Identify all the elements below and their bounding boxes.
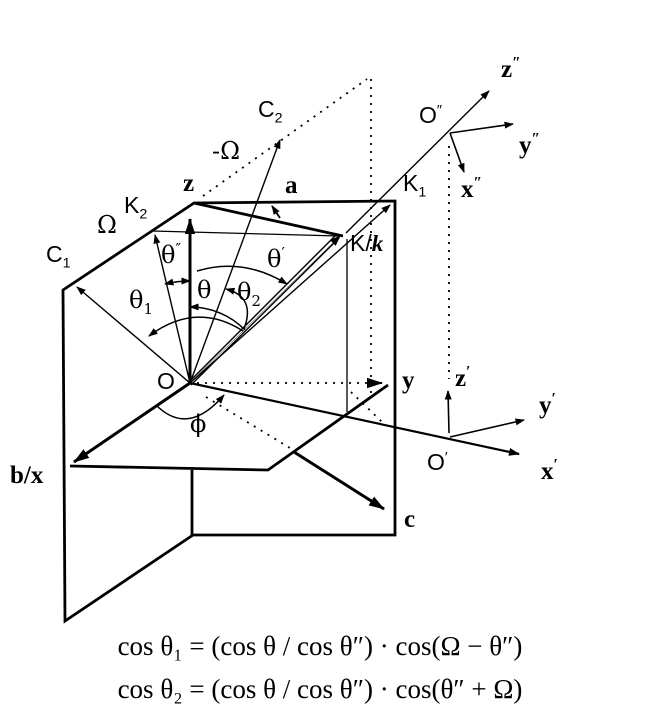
main-axes [73, 218, 520, 511]
c-axis-hidden-segment [205, 396, 291, 449]
b-x-axis-arrow [73, 381, 191, 464]
label-x-double-prime-axis: x″ [461, 174, 483, 203]
label-y-axis: y [402, 367, 415, 394]
label-k-over-k: K/k [350, 230, 384, 256]
label-c1: C1 [46, 241, 71, 272]
arc-theta-double-prime [164, 277, 191, 286]
label-theta-prime: θ′ [267, 244, 285, 273]
scattering-plane-top-edge [193, 201, 344, 238]
label-b-over-x-axis: b/x [10, 462, 44, 489]
vector-K2 [153, 234, 191, 384]
vector-K-k-shaft-2 [190, 237, 340, 386]
label-y-prime-axis: y′ [539, 390, 556, 419]
equation-cos-theta1: cos θ₁ = (cos θ / cos θ″) · cos(Ω − θ″) [117, 631, 523, 661]
vectors [76, 90, 490, 386]
ray-O-to-z-double-prime [345, 90, 490, 234]
label-k2: K2 [124, 192, 148, 223]
label-o-prime: O′ [427, 449, 448, 475]
label-phi: ϕ [190, 410, 207, 438]
label-o-double-prime: O″ [419, 102, 442, 128]
label-neg-omega: -Ω [212, 137, 241, 165]
y-double-prime-axis-arrow [449, 121, 514, 134]
o-prime-axes [444, 390, 525, 438]
label-z-axis: z [183, 170, 195, 197]
label-a-axis: a [285, 172, 298, 199]
neg-omega-dotted-line [202, 78, 368, 197]
arc-phi [155, 394, 225, 420]
hidden-dotted-lines [197, 78, 450, 449]
vector-K-k-shaft-1 [188, 233, 338, 383]
y-prime-axis-arrow [449, 418, 525, 438]
vector-C2 [189, 139, 281, 384]
label-y-double-prime-axis: y″ [519, 130, 541, 159]
equation-cos-theta2: cos θ₂ = (cos θ / cos θ″) · cos(θ″ + Ω) [117, 674, 523, 704]
arc-theta-prime [196, 265, 288, 285]
z-prime-axis-arrow [444, 390, 452, 434]
label-c2: C2 [258, 96, 283, 127]
vector-C1 [76, 286, 191, 384]
label-x-prime-axis: x′ [541, 456, 558, 485]
arc-theta [189, 303, 246, 331]
arc-theta-2 [225, 287, 249, 330]
label-omega: Ω [97, 211, 117, 239]
line-O-to-x-prime [189, 381, 520, 456]
label-c-axis: c [404, 506, 416, 533]
label-theta-2: θ2 [237, 278, 261, 310]
label-theta-1: θ1 [129, 286, 153, 318]
label-theta: θ [197, 276, 212, 304]
label-z-double-prime-axis: z″ [501, 54, 521, 83]
c-axis-arrow [293, 450, 385, 511]
o-double-prime-axes [449, 121, 514, 173]
vector-K-k-head [189, 235, 341, 384]
outer-plane-outline [61, 199, 397, 624]
vector-a-arrow [271, 205, 281, 219]
label-origin-O: O [157, 368, 175, 394]
label-z-prime-axis: z′ [455, 363, 471, 392]
label-k1: K1 [403, 170, 427, 201]
equatorial-plane-edge [69, 383, 389, 472]
label-theta-double-prime: θ″ [161, 240, 182, 269]
angle-arcs [148, 265, 288, 420]
crystal-planes-outline [61, 199, 397, 624]
arc-theta-1 [148, 316, 244, 337]
x-double-prime-axis-arrow [449, 132, 465, 173]
